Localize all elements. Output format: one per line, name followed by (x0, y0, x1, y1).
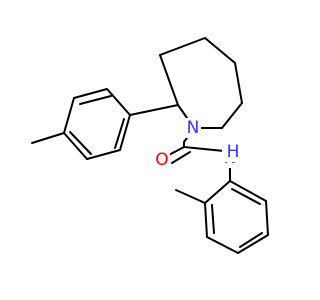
atom-o1-label: O (155, 150, 168, 170)
ring-bond-c6-c5 (204, 37, 236, 64)
tolyl-bond-6 (119, 114, 131, 151)
atom-n1-bg (185, 118, 201, 138)
atom-o1: O (154, 150, 170, 170)
tolyl-bond-2 (73, 88, 108, 99)
tolyl-double-3 (114, 118, 125, 149)
molecule-canvas: N O N H (31, 37, 269, 254)
atom-o1-bg (154, 150, 170, 170)
bond-c-o-double (171, 151, 191, 164)
ring-bond-c7-c6 (159, 37, 206, 56)
atom-h1-label: H (227, 142, 240, 162)
atom-h1: H (225, 142, 241, 162)
o-tolyl-ring (175, 180, 269, 254)
otolyl-methyl-bond (175, 189, 206, 204)
tolyl-methyl-bond (31, 132, 65, 144)
tolyl-bond-4 (63, 132, 88, 160)
otolyl-bond-4 (237, 234, 269, 254)
ring-bond-c4-c3 (221, 102, 243, 129)
ring-bond-n1-c7 (159, 54, 179, 106)
tolyl-bond-5 (86, 149, 121, 160)
atom-h1-bg (225, 142, 241, 162)
otolyl-bond-3 (206, 236, 239, 254)
ring-bond-c5-c4 (234, 62, 243, 104)
otolyl-bond-2 (204, 202, 208, 238)
bond-c-n2 (183, 146, 225, 152)
otolyl-bond-5 (265, 200, 269, 236)
molecule-structure: N O N H (31, 37, 269, 254)
bond-c2-aryl (129, 104, 179, 116)
atom-n1-label: N (187, 118, 200, 138)
tolyl-double-1 (79, 95, 112, 105)
p-tolyl-ring (31, 88, 179, 160)
tolyl-bond-1 (106, 88, 131, 116)
azepane-ring (159, 37, 243, 129)
otolyl-double-2 (239, 232, 263, 248)
atom-n1: N (185, 118, 201, 138)
otolyl-double-1 (211, 204, 215, 234)
tolyl-bond-3 (63, 97, 75, 134)
otolyl-bond-1 (204, 180, 231, 204)
tolyl-double-2 (69, 131, 92, 155)
otolyl-bond-6 (229, 180, 267, 202)
otolyl-double-3 (231, 188, 261, 205)
